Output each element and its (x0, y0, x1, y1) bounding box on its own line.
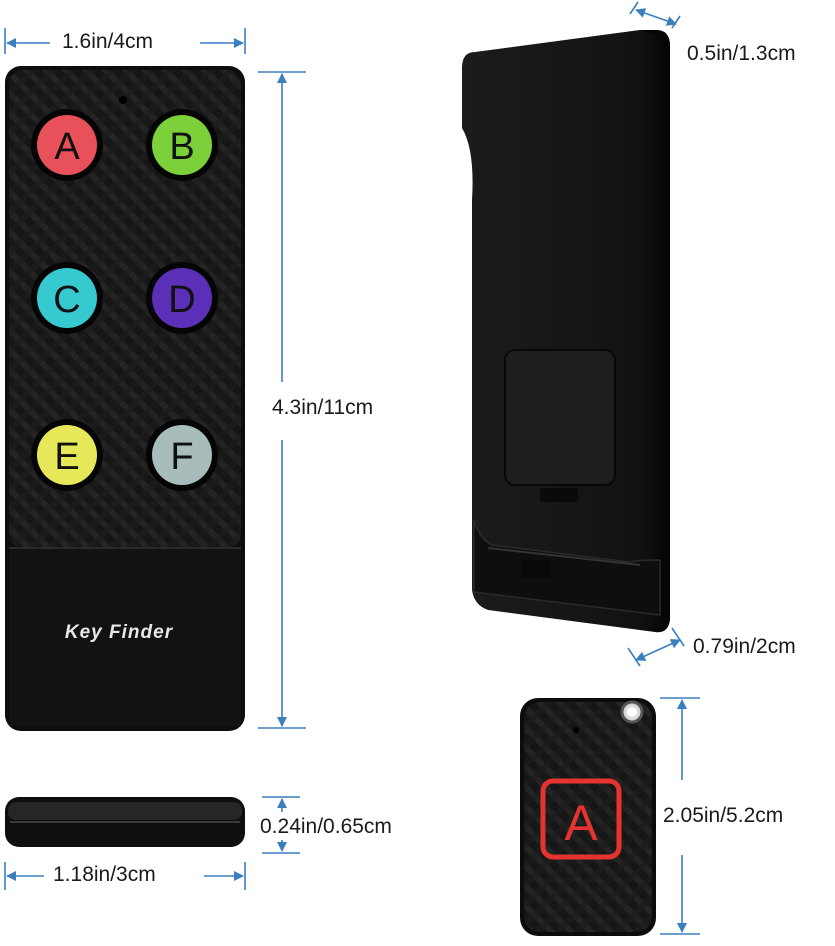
microphone-hole (119, 96, 127, 104)
receiver-width-label: 1.18in/3cm (53, 863, 156, 886)
button-a-label: A (54, 126, 80, 168)
remote-width-label: 1.6in/4cm (62, 30, 154, 53)
remote-button-e[interactable] (31, 419, 103, 491)
remote-button-d[interactable] (146, 262, 218, 334)
remote-button-b[interactable] (146, 109, 218, 181)
dimension-lines (4, 1, 700, 935)
button-f-label: F (170, 436, 193, 478)
remote-button-c[interactable] (31, 262, 103, 334)
button-d-label: D (168, 279, 195, 321)
remote-height-label: 4.3in/11cm (272, 396, 374, 419)
brand-label: Key Finder (65, 622, 174, 643)
remote-button-a[interactable] (31, 109, 103, 181)
holder-base-label: 0.79in/2cm (693, 635, 796, 658)
button-e-label: E (54, 436, 79, 478)
button-b-label: B (169, 126, 194, 168)
receiver-tag (520, 698, 656, 936)
receiver-height-label: 2.05in/5.2cm (663, 804, 784, 827)
button-c-label: C (53, 279, 80, 321)
receiver-side-view (5, 797, 245, 847)
receiver-letter: A (564, 795, 598, 851)
remote-button-f[interactable] (146, 419, 218, 491)
holder-depth-label: 0.5in/1.3cm (687, 42, 796, 65)
receiver-thickness-label: 0.24in/0.65cm (260, 815, 392, 838)
remote-holder (462, 30, 670, 633)
